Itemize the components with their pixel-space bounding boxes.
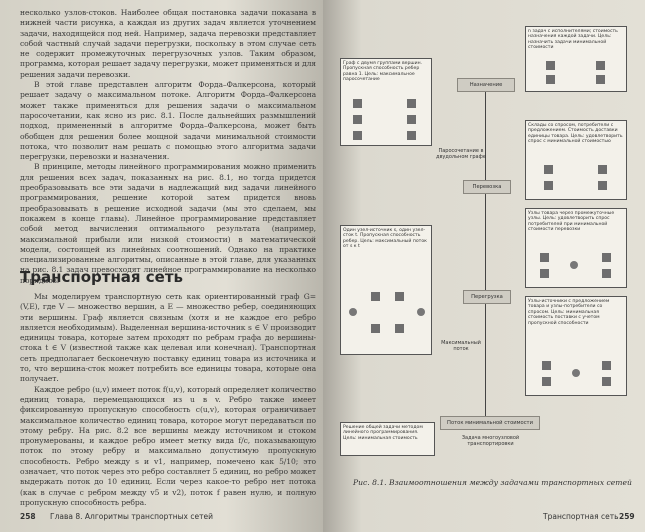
vertex xyxy=(395,324,404,333)
vertex xyxy=(540,253,549,262)
right-page: Назначение Паросочетание в двудольном гр… xyxy=(323,0,645,532)
box-transshipment: Узлы товара через промежуточные узлы. Це… xyxy=(525,208,627,288)
node-bipartite: Паросочетание в двудольном графе xyxy=(436,148,486,160)
page-number: 258 xyxy=(20,512,36,521)
vertex xyxy=(546,75,555,84)
vertex xyxy=(572,369,580,377)
vertex xyxy=(407,115,416,124)
node-transport: Перевозка xyxy=(463,180,511,194)
box-maxflow: Один узел-источник s, один узел-сток t. … xyxy=(340,225,432,355)
vertex xyxy=(544,181,553,190)
vertex xyxy=(353,115,362,124)
problem-hierarchy-diagram: Назначение Паросочетание в двудольном гр… xyxy=(335,20,635,480)
vertex xyxy=(371,324,380,333)
vertex xyxy=(353,99,362,108)
paragraph: Каждое ребро (u,v) имеет поток f(u,v), к… xyxy=(20,384,316,507)
box-text: Решение общей задачи методом линейного п… xyxy=(343,425,423,441)
vertex xyxy=(544,165,553,174)
vertex xyxy=(602,269,611,278)
node-mincost: Поток минимальной стоимости xyxy=(440,416,540,430)
vertex xyxy=(407,99,416,108)
vertex xyxy=(540,269,549,278)
vertex xyxy=(395,292,404,301)
box-text: Граф с двумя группами вершин. Пропускная… xyxy=(343,61,423,83)
paragraph: Мы моделируем транспортную сеть как орие… xyxy=(20,292,316,384)
figure-caption: Рис. 8.1. Взаимоотношения между задачами… xyxy=(353,478,632,487)
box-text: Склады со спросом, потребители с предлож… xyxy=(528,123,623,145)
node-transshipment: Перегрузка xyxy=(463,290,511,304)
vertex xyxy=(546,61,555,70)
paragraph: В этой главе представлен алгоритм Форда–… xyxy=(20,80,316,162)
vertex xyxy=(353,131,362,140)
running-head: Глава 8. Алгоритмы транспортных сетей xyxy=(50,512,213,521)
vertex xyxy=(371,292,380,301)
page-number: 259 xyxy=(619,512,635,521)
vertex xyxy=(602,361,611,370)
vertex xyxy=(602,377,611,386)
box-lp: Решение общей задачи методом линейного п… xyxy=(340,422,435,456)
box-text: n задач с исполнителями; стоимость назна… xyxy=(528,29,618,51)
box-assignment: n задач с исполнителями; стоимость назна… xyxy=(525,26,627,92)
box-text: Узлы товара через промежуточные узлы. Це… xyxy=(528,211,615,233)
vertex xyxy=(598,165,607,174)
box-general: Узлы-источники с предложением товара и у… xyxy=(525,296,627,396)
vertex xyxy=(349,308,357,316)
box-text: Один узел-источник s, один узел-сток t. … xyxy=(343,228,427,250)
box-text: Узлы-источники с предложением товара и у… xyxy=(528,299,610,326)
vertex xyxy=(542,377,551,386)
node-maxflow: Максимальный поток xyxy=(441,340,481,352)
intro-text: несколько узлов-стоков. Наиболее общая п… xyxy=(20,8,316,286)
connector-line xyxy=(485,90,486,430)
vertex xyxy=(407,131,416,140)
vertex xyxy=(598,181,607,190)
body-text: Мы моделируем транспортную сеть как орие… xyxy=(20,292,316,508)
vertex xyxy=(417,308,425,316)
node-assignment: Назначение xyxy=(457,78,515,92)
box-transport: Склады со спросом, потребители с предлож… xyxy=(525,120,627,200)
vertex xyxy=(602,253,611,262)
box-bipartite: Граф с двумя группами вершин. Пропускная… xyxy=(340,58,432,146)
node-general: Задача многоузловой транспортировки xyxy=(461,435,520,447)
left-page: несколько узлов-стоков. Наиболее общая п… xyxy=(0,0,323,532)
paragraph: В принципе, методы линейного программиро… xyxy=(20,162,316,285)
vertex xyxy=(570,261,578,269)
section-title: Транспортная сеть xyxy=(20,268,184,286)
paragraph: несколько узлов-стоков. Наиболее общая п… xyxy=(20,8,316,79)
running-head: Транспортная сеть xyxy=(543,512,619,521)
vertex xyxy=(542,361,551,370)
vertex xyxy=(596,75,605,84)
vertex xyxy=(596,61,605,70)
